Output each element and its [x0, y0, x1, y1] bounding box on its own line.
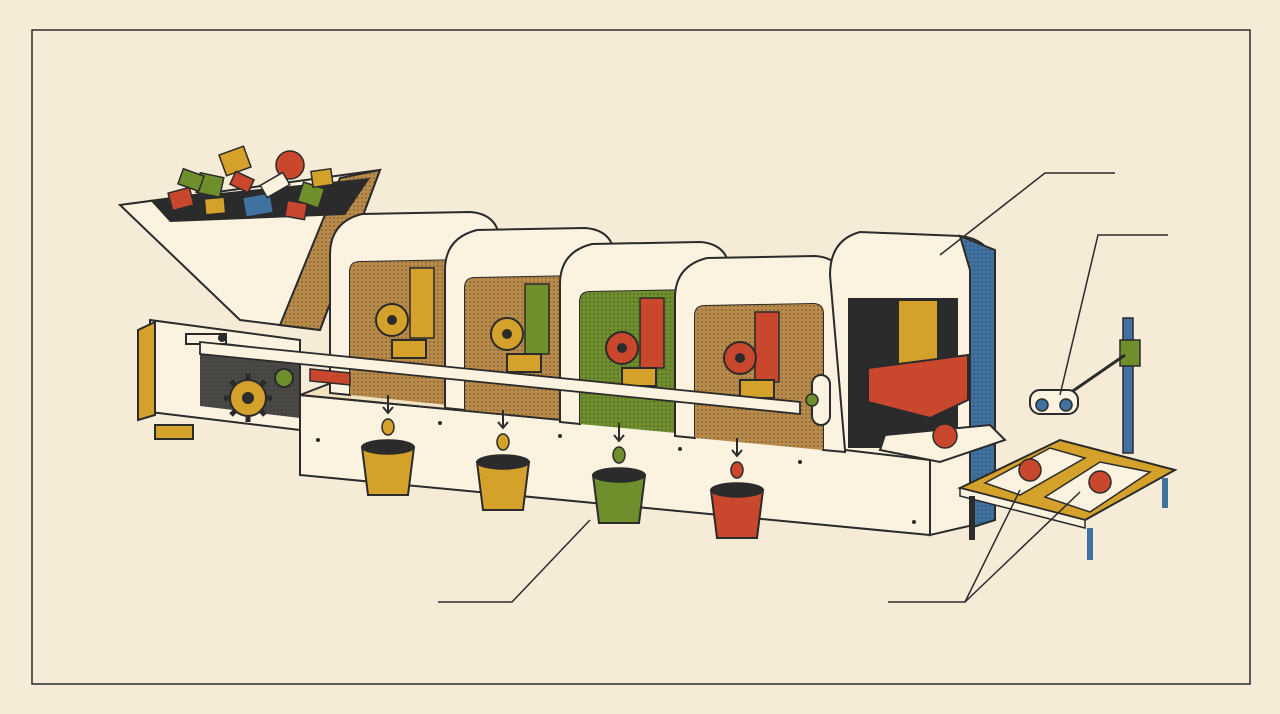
bin-station-3 [591, 423, 647, 524]
falling-coin-icon [612, 446, 626, 464]
conveyor-belt [199, 341, 801, 415]
feed-section [137, 318, 301, 440]
falling-coin-icon [381, 418, 395, 436]
bucket-rim [710, 482, 764, 498]
bin-station-2 [475, 410, 531, 511]
drive-gear-icon [224, 368, 294, 422]
seal-icon [1088, 470, 1112, 494]
callout-bin-line [438, 519, 591, 603]
frame-border [31, 29, 1251, 685]
drop-arrow-icon [382, 395, 394, 415]
bin-station-1 [360, 395, 416, 496]
bucket-rim [361, 439, 415, 455]
falling-coin-icon [496, 433, 510, 451]
sorting-bins [360, 395, 765, 539]
inspection-camera [1029, 317, 1141, 454]
callout-camera-line [1059, 234, 1168, 396]
callout-press-line [939, 172, 1115, 256]
bin-station-4 [709, 438, 765, 539]
drop-arrow-icon [613, 423, 625, 443]
hopper-blocks [167, 145, 334, 221]
wax-seal-icon [932, 423, 958, 449]
bucket-rim [476, 454, 530, 470]
falling-coin-icon [730, 461, 744, 479]
drop-arrow-icon [731, 438, 743, 458]
callout-lines [438, 172, 1168, 603]
drop-arrow-icon [497, 410, 509, 430]
stamping-press [805, 230, 1007, 537]
bucket-rim [592, 467, 646, 483]
seal-icon [1018, 458, 1042, 482]
